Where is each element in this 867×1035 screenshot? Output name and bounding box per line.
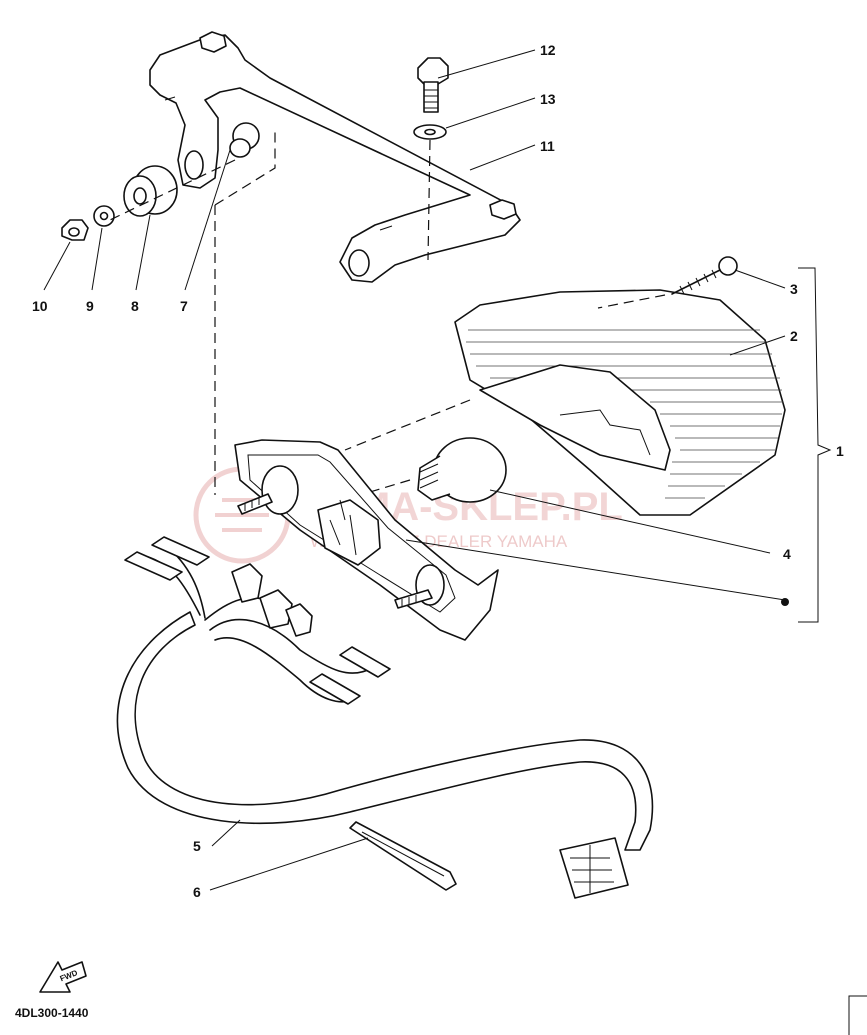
corner-frame <box>848 995 867 1035</box>
harness-part <box>116 536 654 899</box>
screw-part <box>671 256 738 295</box>
lens-part <box>454 289 786 516</box>
callout-11: 11 <box>540 138 555 154</box>
forward-arrow-icon: FWD <box>39 961 87 993</box>
callout-1: 1 <box>836 443 844 459</box>
assembly-line-bulb <box>359 479 411 496</box>
callout-12: 12 <box>540 42 556 58</box>
callout-6: 6 <box>193 884 201 900</box>
callout-13: 13 <box>540 91 556 107</box>
callout-9: 9 <box>86 298 94 314</box>
assembly-line-screw <box>597 294 666 309</box>
assembly-line-left-top <box>214 128 276 206</box>
leader-lines <box>43 49 832 891</box>
cable-tie-part <box>349 821 457 891</box>
callout-10: 10 <box>32 298 48 314</box>
dot-marker <box>781 598 789 606</box>
collar-part <box>229 122 260 158</box>
diagram-code: 4DL300-1440 <box>15 1006 89 1020</box>
assembly-line-grommet <box>109 159 236 221</box>
housing-part <box>234 439 499 641</box>
callout-2: 2 <box>790 328 798 344</box>
callout-5: 5 <box>193 838 201 854</box>
nut-part <box>61 219 89 241</box>
assembly-line-lens <box>344 399 471 451</box>
bracket-part <box>149 31 521 283</box>
bulb-part <box>417 437 507 503</box>
washer-small-part <box>93 205 115 227</box>
callout-3: 3 <box>790 281 798 297</box>
callouts: 12 13 11 3 2 1 4 5 6 7 8 9 10 <box>32 42 844 900</box>
callout-8: 8 <box>131 298 139 314</box>
bolt-part <box>417 57 449 113</box>
assembly-line-bolt <box>427 139 431 261</box>
washer-part <box>413 124 447 140</box>
callout-4: 4 <box>783 546 791 562</box>
callout-7: 7 <box>180 298 188 314</box>
grommet-part <box>123 165 178 217</box>
